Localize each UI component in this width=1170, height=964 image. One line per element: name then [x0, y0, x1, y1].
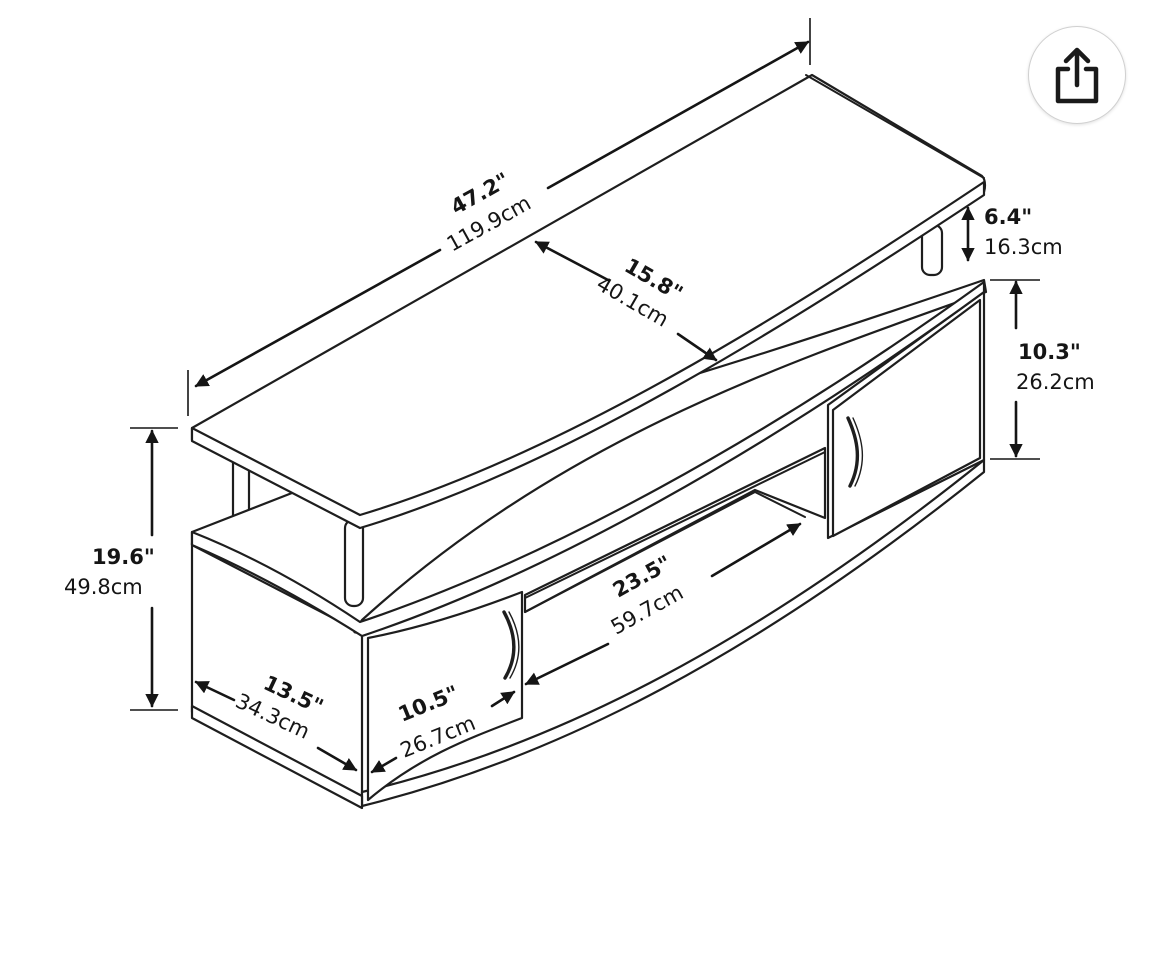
- cabinet-height-cm: 26.2cm: [1016, 370, 1095, 394]
- share-button[interactable]: [1028, 26, 1126, 124]
- cabinet-height-inches: 10.3": [1018, 340, 1081, 364]
- left-door-handle: [502, 610, 516, 680]
- left-cabinet-door: [366, 590, 524, 802]
- front-post-left: [343, 518, 365, 608]
- middle-shelf: [524, 451, 826, 599]
- dimension-height-total: 19.6" 49.8cm: [64, 427, 178, 711]
- height-total-cm: 49.8cm: [64, 575, 143, 599]
- share-icon: [1055, 47, 1099, 104]
- right-door-handle: [846, 416, 860, 488]
- top-clearance-inches: 6.4": [984, 205, 1032, 229]
- base-board: [360, 458, 986, 808]
- dimension-cabinet-height: 10.3" 26.2cm: [990, 279, 1095, 460]
- right-cabinet-door: [831, 298, 982, 538]
- tv-stand-drawing: [190, 73, 988, 810]
- height-total-inches: 19.6": [92, 545, 155, 569]
- top-clearance-cm: 16.3cm: [984, 235, 1063, 259]
- dimension-top-clearance: 6.4" 16.3cm: [961, 205, 1063, 262]
